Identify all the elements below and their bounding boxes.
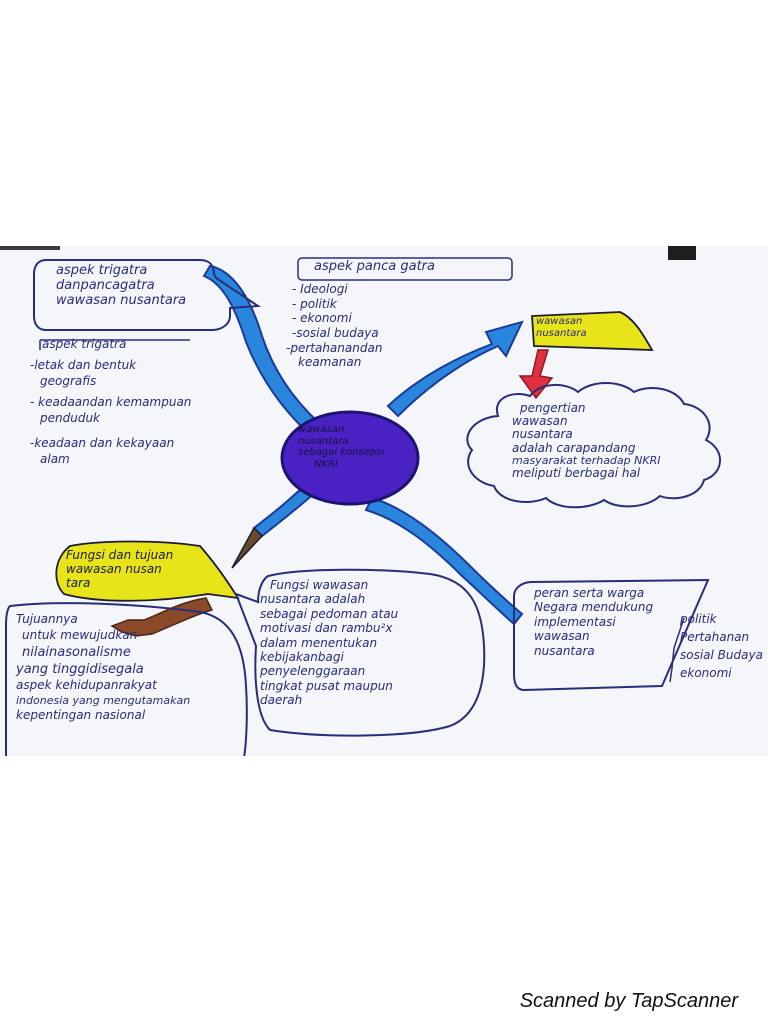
fungsi-speech-box: [234, 568, 486, 737]
list-item: - ekonomi: [292, 311, 352, 326]
center-line: nusantara: [298, 435, 349, 447]
branch-top-right-arrow: [386, 320, 524, 418]
box-top-left-text: aspek trigatra danpancagatra wawasan nus…: [56, 263, 187, 309]
branch-lines: [202, 264, 524, 626]
text-line: masyarakat terhadap NKRI: [512, 453, 661, 467]
mind-map-paper: wawasan nusantara sebagai konsepsi NKRI …: [0, 246, 768, 756]
aspek-pancagatra-list: - Ideologi - politik - ekonomi -sosial b…: [286, 282, 382, 370]
list-item: politik: [680, 612, 717, 626]
text-line: nilainasonalisme: [22, 644, 131, 660]
label-line: wawasan nusan: [66, 561, 162, 576]
text-line: wawasan: [534, 629, 590, 644]
text-line: motivasi dan rambu²x: [260, 621, 393, 636]
label-line: nusantara: [536, 327, 587, 339]
text-line: kebijakanbagi: [260, 649, 344, 664]
list-item: Pertahanan: [680, 630, 750, 644]
list-item: -pertahanandan: [286, 340, 383, 355]
box-trigatra-pancagatra: [33, 259, 261, 331]
list-item: - keadaandan kemampuan: [30, 395, 192, 410]
list-item: alam: [40, 451, 70, 466]
center-text: wawasan nusantara sebagai konsepsi NKRI: [298, 424, 384, 470]
aspek-pancagatra-heading: aspek panca gatra: [314, 259, 435, 274]
list-item: keamanan: [298, 355, 362, 370]
fungsi-label-text: Fungsi dan tujuan wawasan nusan tara: [66, 548, 174, 590]
text-line: kepentingan nasional: [16, 708, 146, 723]
list-item: geografis: [40, 373, 97, 388]
text-line: tingkat pusat maupun: [260, 678, 393, 693]
text-line: pengertian: [520, 401, 586, 415]
center-node: [280, 410, 420, 506]
text-line: nusantara: [534, 643, 595, 658]
peran-box: [513, 578, 710, 692]
list-item: -letak dan bentuk: [30, 358, 137, 372]
tujuan-box: [5, 602, 248, 756]
box-line: aspek trigatra: [56, 263, 148, 278]
wawasan-label-bubble: [531, 311, 654, 351]
list-item: ekonomi: [680, 666, 732, 680]
fungsi-label-bubble: [55, 540, 240, 602]
pengertian-text: pengertian wawasan nusantara adalah cara…: [512, 401, 661, 480]
center-line: wawasan: [298, 424, 345, 435]
wawasan-label-text: wawasan nusantara: [536, 316, 587, 339]
peran-list: politik Pertahanan sosial Budaya ekonomi: [680, 610, 763, 682]
fungsi-text: Fungsi wawasan nusantara adalah sebagai …: [260, 578, 398, 708]
text-line: implementasi: [534, 614, 616, 629]
mind-map-drawing: [0, 246, 721, 756]
text-line: wawasan: [512, 414, 568, 429]
label-line: tara: [66, 575, 91, 590]
scanner-watermark: Scanned by TapScanner: [519, 990, 738, 1012]
tujuan-text: Tujuannya untuk mewujudkan nilainasonali…: [16, 612, 190, 724]
text-line: penyelenggaraan: [260, 664, 366, 679]
text-line: indonesia yang mengutamakan: [16, 693, 191, 707]
list-item: -keadaan dan kekayaan: [30, 436, 175, 451]
label-line: Fungsi dan tujuan: [66, 548, 174, 562]
text-line: dalam menentukan: [260, 635, 378, 650]
list-item: - Ideologi: [292, 282, 348, 296]
text-line: nusantara: [512, 427, 573, 442]
label-line: wawasan: [536, 316, 583, 327]
aspek-trigatra-list: -letak dan bentuk geografis - keadaandan…: [30, 358, 191, 468]
brown-arrow: [110, 597, 214, 637]
text-line: yang tinggidisegala: [16, 661, 144, 677]
text-line: sebagai pedoman atau: [260, 606, 399, 621]
text-line: Negara mendukung: [534, 600, 654, 615]
list-item: -sosial budaya: [292, 325, 379, 340]
list-item: sosial Budaya: [680, 648, 763, 662]
text-line: Tujuannya: [16, 612, 78, 626]
scan-edge: [668, 246, 696, 260]
peran-list-bracket: [669, 617, 685, 683]
text-line: adalah carapandang: [512, 440, 636, 455]
text-line: daerah: [260, 693, 303, 708]
trigatra-heading-bracket: [39, 339, 190, 350]
pengertian-cloud: [466, 382, 721, 509]
text-line: Fungsi wawasan: [270, 578, 369, 592]
branch-bottom-right: [364, 496, 524, 626]
text-line: untuk mewujudkan: [22, 627, 138, 642]
box-line: danpancagatra: [56, 277, 155, 293]
text-line: peran serta warga: [534, 586, 645, 600]
text-line: nusantara adalah: [260, 592, 366, 607]
scan-edge: [0, 246, 60, 250]
list-item: penduduk: [40, 410, 100, 425]
box-line: wawasan nusantara: [56, 292, 187, 308]
pancagatra-heading-box: [297, 257, 513, 281]
pencil-tip: [231, 526, 264, 569]
peran-text: peran serta warga Negara mendukung imple…: [534, 586, 653, 658]
text-line: meliputi berbagai hal: [512, 465, 641, 480]
center-line: NKRI: [314, 458, 338, 470]
aspek-trigatra-heading: aspek trigatra: [42, 337, 127, 351]
list-item: - politik: [292, 296, 337, 311]
text-line: aspek kehidupanrakyat: [16, 677, 157, 692]
center-line: sebagai konsepsi: [298, 447, 385, 458]
